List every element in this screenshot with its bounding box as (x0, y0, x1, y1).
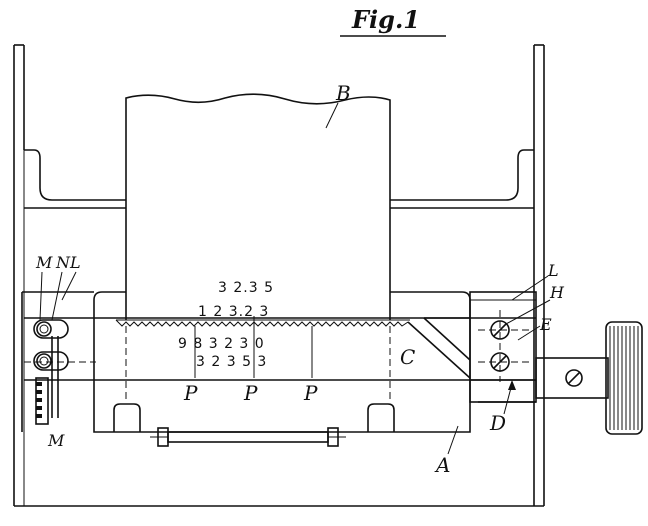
figure-title: Fig.1 (351, 5, 420, 34)
serrated-edge (115, 319, 409, 327)
leader-L-right (511, 275, 549, 301)
label-H: H (549, 283, 565, 302)
label-M-top: M (35, 253, 53, 272)
column-dividers (194, 316, 313, 378)
leader-E (517, 325, 541, 341)
label-P-3: P (303, 381, 318, 405)
label-L-right: L (547, 261, 559, 280)
label-A: A (434, 453, 450, 477)
label-E: E (539, 315, 552, 334)
label-P-2: P (243, 381, 258, 405)
leader-N (51, 271, 63, 321)
label-L-left: L (69, 253, 81, 272)
left-gear (35, 377, 49, 425)
leader-B (325, 102, 339, 129)
paper-sheet-B (125, 93, 391, 320)
table-row-1: 9 8 3 2 3 0 (178, 336, 265, 352)
number-row-middle: 1 2 3.2 3 (198, 304, 269, 320)
leader-M-top (39, 271, 43, 321)
table-row-2: 3 2 3 5 3 (196, 354, 267, 370)
label-P-1: P (183, 381, 198, 405)
machine-frame (13, 44, 545, 507)
leader-H (505, 299, 551, 325)
label-D: D (489, 411, 506, 435)
carriage-housing-A (21, 291, 536, 433)
right-bracket (469, 291, 537, 403)
leader-L-left (61, 271, 77, 301)
number-row-upper: 3 2.3 5 (218, 280, 274, 296)
roller (150, 427, 346, 447)
right-base (470, 379, 536, 403)
label-B: B (335, 81, 351, 105)
foot-left (113, 403, 141, 432)
arrow-D (508, 380, 516, 390)
label-N: N (55, 253, 71, 272)
label-C: C (400, 345, 415, 369)
paper-support (24, 149, 534, 209)
label-M-bottom: M (47, 431, 65, 450)
foot-right (367, 403, 395, 432)
left-screws (33, 319, 69, 418)
shaft-and-knob (535, 321, 643, 435)
cutter-blade-C (407, 317, 471, 379)
leader-A (447, 425, 459, 455)
